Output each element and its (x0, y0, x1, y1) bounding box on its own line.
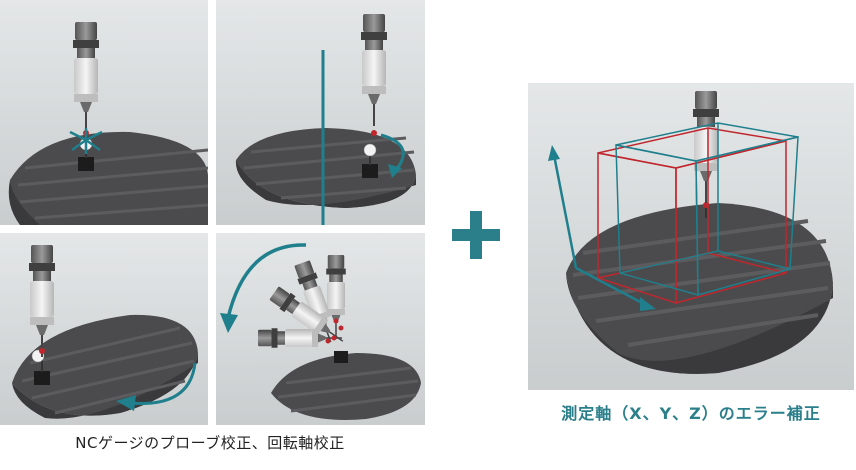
rotary-axis-panel-bottom-right (216, 233, 425, 425)
probe-calibration-panel-top-left (0, 0, 208, 225)
caption-probe-rotary-calibration: NCゲージのプローブ校正、回転軸校正 (75, 434, 345, 452)
caption-axis-error-correction: 測定軸（X、Y、Z）のエラー補正 (561, 404, 821, 423)
rotary-calibration-panel-top-right (216, 0, 425, 225)
axis-error-correction-panel (528, 83, 854, 390)
probe-calibration-panel-bottom-left (0, 233, 208, 425)
plus-icon (448, 207, 504, 263)
